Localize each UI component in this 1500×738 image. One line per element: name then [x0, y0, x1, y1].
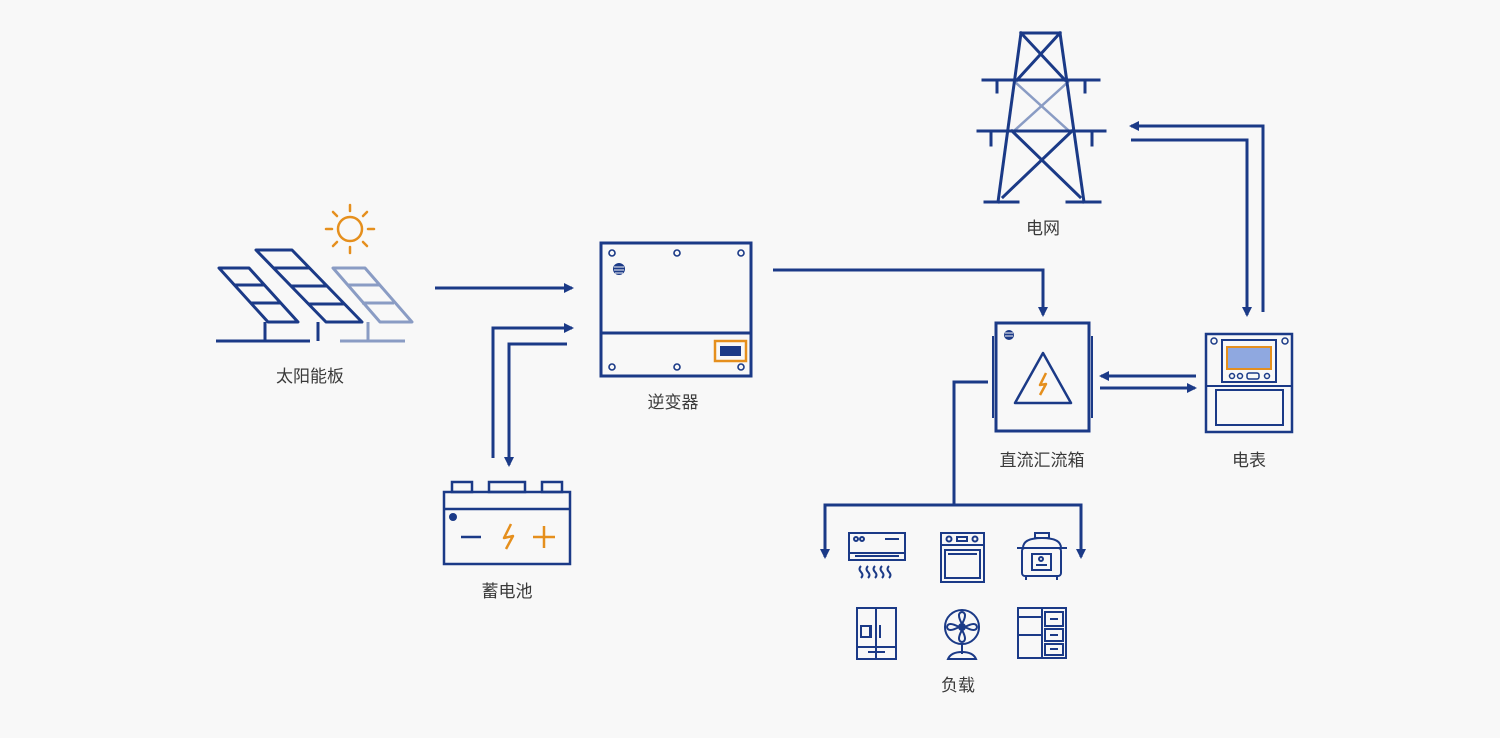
load-label: 负载: [941, 676, 975, 696]
arrow-inverter-to-battery: [504, 342, 567, 467]
meter-label: 电表: [1232, 451, 1266, 471]
cabinet-icon: [1017, 607, 1067, 659]
solar-panel-label: 太阳能板: [276, 367, 344, 387]
arrow-loads-right: [954, 503, 1086, 559]
inverter-icon: [599, 241, 753, 378]
power-tower-icon: [976, 30, 1107, 204]
battery-icon: [442, 480, 572, 566]
refrigerator-icon: [856, 607, 897, 660]
arrow-grid-to-meter: [1131, 138, 1252, 317]
high-voltage-box-icon: [992, 321, 1093, 433]
air-conditioner-icon: [848, 532, 906, 579]
rice-cooker-icon: [1017, 532, 1067, 580]
fan-icon: [944, 609, 980, 660]
arrow-meter-to-grid: [1129, 121, 1265, 312]
grid-label: 电网: [1026, 219, 1060, 239]
connection-arrows: [435, 121, 1265, 559]
solar-panel-icon: [216, 248, 414, 343]
arrow-battery-to-inverter: [491, 323, 574, 458]
arrow-inverter-to-combiner: [773, 268, 1048, 317]
dc-combiner-box-label: 直流汇流箱: [999, 451, 1085, 471]
line-combiner-to-loads: [952, 380, 988, 505]
sun-icon: [324, 203, 376, 255]
inverter-label: 逆变器: [647, 393, 699, 413]
electric-meter-icon: [1204, 332, 1294, 434]
battery-label: 蓄电池: [481, 582, 533, 602]
arrow-loads-left: [820, 503, 954, 559]
oven-icon: [940, 532, 985, 583]
